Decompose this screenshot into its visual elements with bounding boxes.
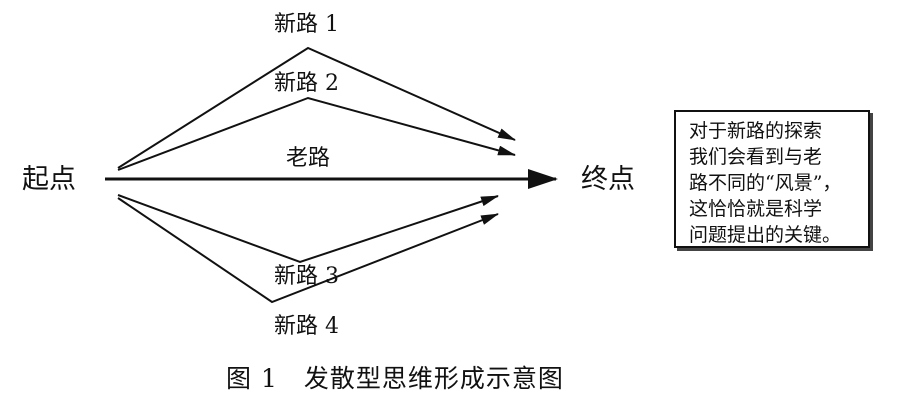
figure-caption: 图 1 发散型思维形成示意图: [226, 364, 564, 393]
old-road-label: 老路: [286, 146, 331, 171]
note-line: 路不同的“风景”，: [689, 172, 842, 194]
new-road-1-label: 新路 1: [274, 12, 339, 37]
start-label: 起点: [22, 164, 76, 195]
new-road-3-path: [117, 194, 499, 264]
end-label: 终点: [581, 164, 635, 195]
note-line: 这恰恰就是科学: [689, 198, 823, 220]
new-road-4-path: [117, 197, 499, 304]
new-road-2-label: 新路 2: [274, 71, 339, 96]
new-road-3-label: 新路 3: [274, 264, 339, 289]
note-line: 对于新路的探索: [689, 120, 823, 142]
new-road-4-label: 新路 4: [274, 314, 339, 339]
note-line: 问题提出的关键。: [689, 224, 842, 246]
note-box: 对于新路的探索 我们会看到与老 路不同的“风景”， 这恰恰就是科学 问题提出的关…: [674, 110, 870, 248]
new-road-1-path: [117, 46, 516, 169]
note-line: 我们会看到与老: [689, 146, 823, 168]
new-road-2-path: [117, 96, 516, 171]
